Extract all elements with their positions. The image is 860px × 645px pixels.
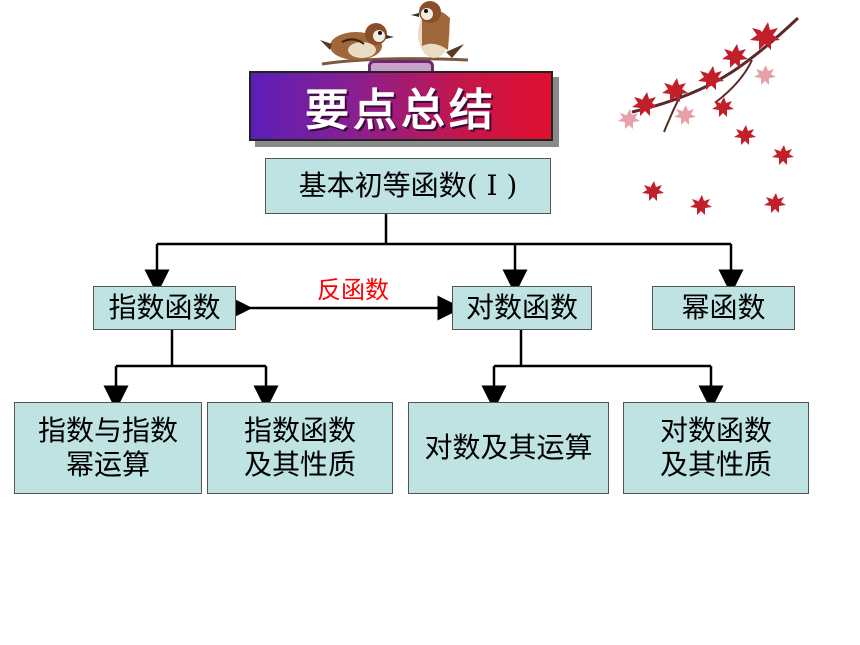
node-line-1: 指数与指数 — [37, 414, 178, 448]
node-label: 对数函数 — [465, 291, 578, 325]
root-node-label: 基本初等函数( I ) — [298, 169, 518, 203]
node-line-1: 指数函数 — [243, 414, 356, 448]
node-power-function: 幂函数 — [652, 286, 795, 330]
sparrow-left-icon — [320, 23, 394, 60]
node-label: 幂函数 — [681, 291, 766, 325]
node-logarithmic-properties: 对数函数 及其性质 — [623, 402, 809, 494]
node-line-1: 对数函数 — [659, 414, 772, 448]
node-exponential-properties: 指数函数 及其性质 — [207, 402, 393, 494]
node-line-2: 及其性质 — [659, 448, 772, 481]
node-logarithm-operations: 对数及其运算 — [408, 402, 609, 494]
node-line-2: 及其性质 — [243, 448, 356, 481]
node-line-2: 幂运算 — [65, 448, 150, 481]
root-node: 基本初等函数( I ) — [265, 158, 551, 214]
node-line-1: 对数及其运算 — [424, 431, 593, 465]
node-label: 指数函数 — [108, 291, 221, 325]
banner-handle — [368, 60, 434, 72]
sparrow-right-icon — [411, 1, 464, 58]
node-exponent-operations: 指数与指数 幂运算 — [14, 402, 202, 494]
node-exponential-function: 指数函数 — [93, 286, 236, 330]
maple-branch-illustration — [618, 16, 800, 215]
inverse-relation-label: 反函数 — [317, 276, 389, 304]
sparrows-illustration — [320, 1, 469, 66]
page-title: 要点总结 — [305, 85, 497, 136]
node-logarithmic-function: 对数函数 — [452, 286, 592, 330]
title-banner: 要点总结 — [249, 71, 553, 141]
